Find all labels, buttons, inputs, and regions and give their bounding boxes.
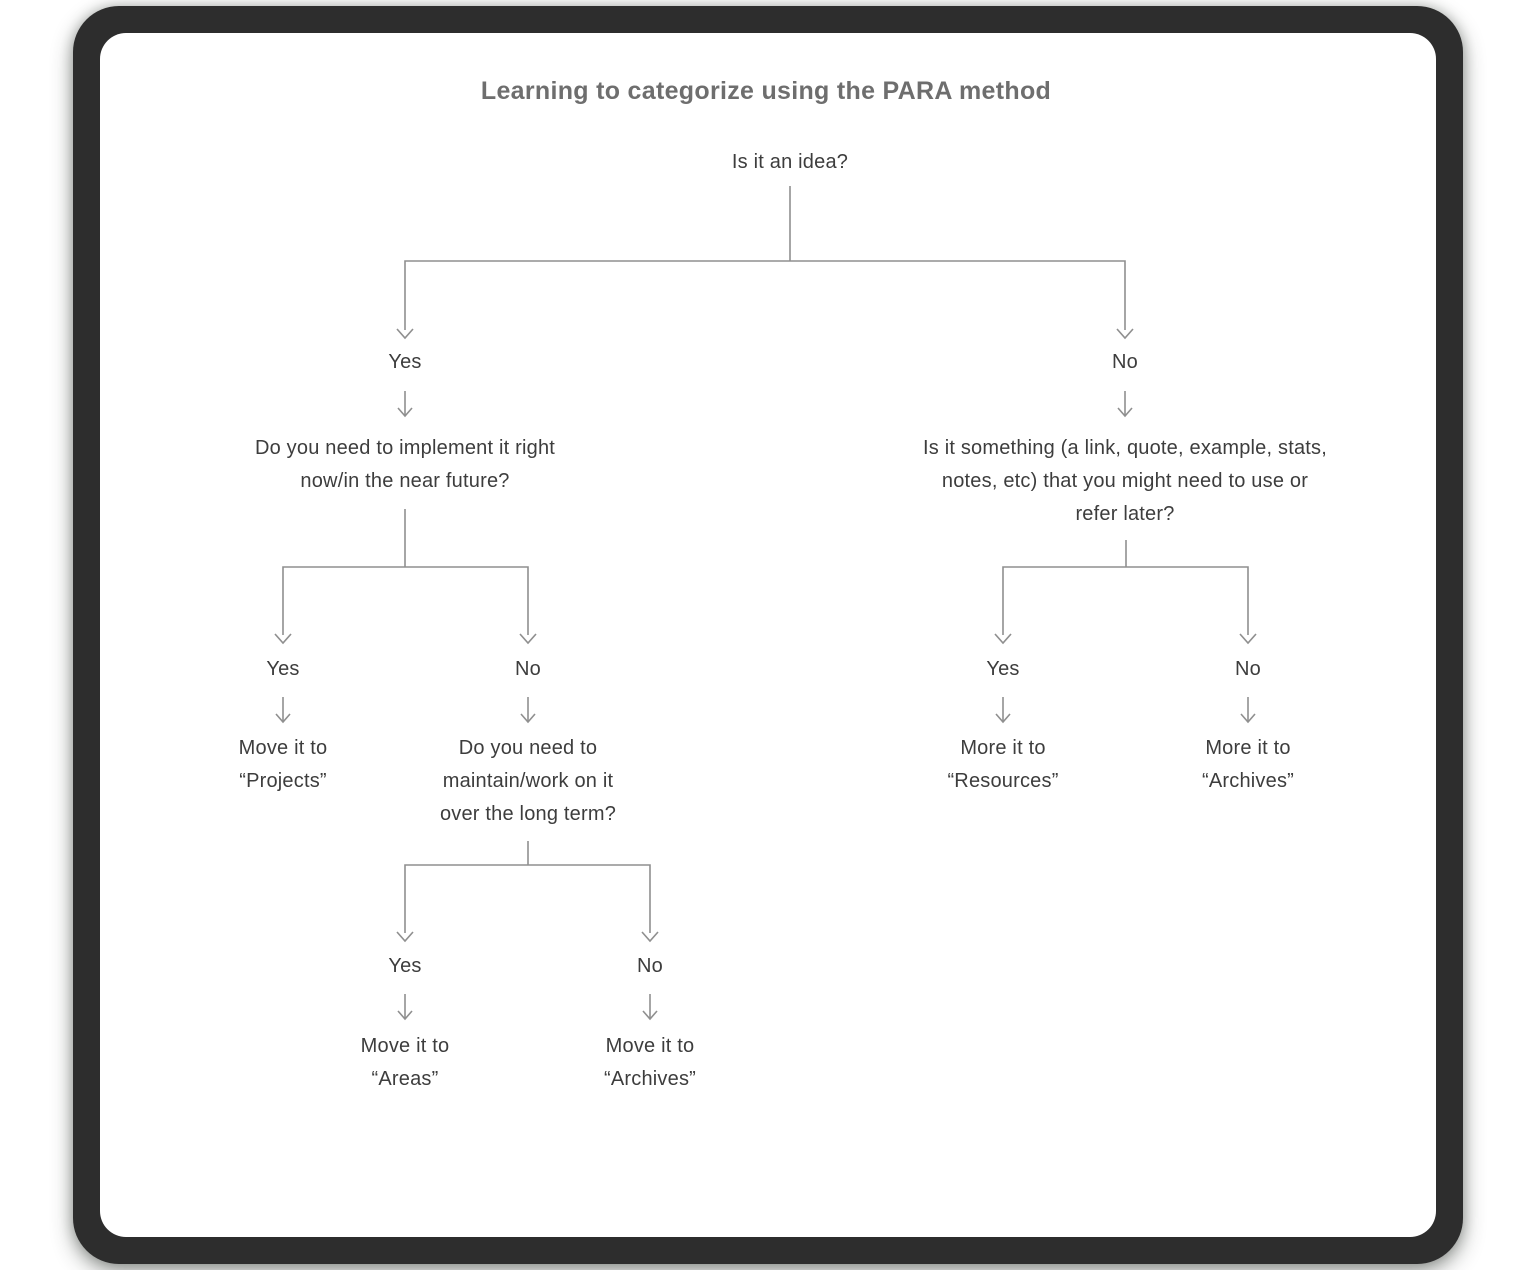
node-root-question: Is it an idea? <box>731 151 849 173</box>
label-yes-implement: Yes <box>266 658 300 680</box>
node-more-to-resources: More it to “Resources” <box>947 737 1059 792</box>
node-question-refer-later: Is it something (a link, quote, example,… <box>922 437 1328 525</box>
node-more-to-archives: More it to “Archives” <box>1201 737 1295 792</box>
label-no-maintain: No <box>637 955 663 977</box>
node-question-maintain: Do you need to maintain/work on it over … <box>439 737 617 825</box>
label-yes-idea: Yes <box>388 351 422 373</box>
node-move-to-projects: Move it to “Projects” <box>238 737 328 792</box>
node-move-to-archives: Move it to “Archives” <box>603 1035 697 1090</box>
label-no-refer: No <box>1235 658 1261 680</box>
node-question-implement: Do you need to implement it right now/in… <box>254 437 556 492</box>
node-move-to-areas: Move it to “Areas” <box>360 1035 450 1090</box>
label-yes-refer: Yes <box>986 658 1020 680</box>
card-frame <box>73 6 1463 1264</box>
flowchart-card <box>100 33 1436 1237</box>
diagram-title: Learning to categorize using the PARA me… <box>480 77 1052 105</box>
label-no-implement: No <box>515 658 541 680</box>
label-no-idea: No <box>1112 351 1138 373</box>
label-yes-maintain: Yes <box>388 955 422 977</box>
